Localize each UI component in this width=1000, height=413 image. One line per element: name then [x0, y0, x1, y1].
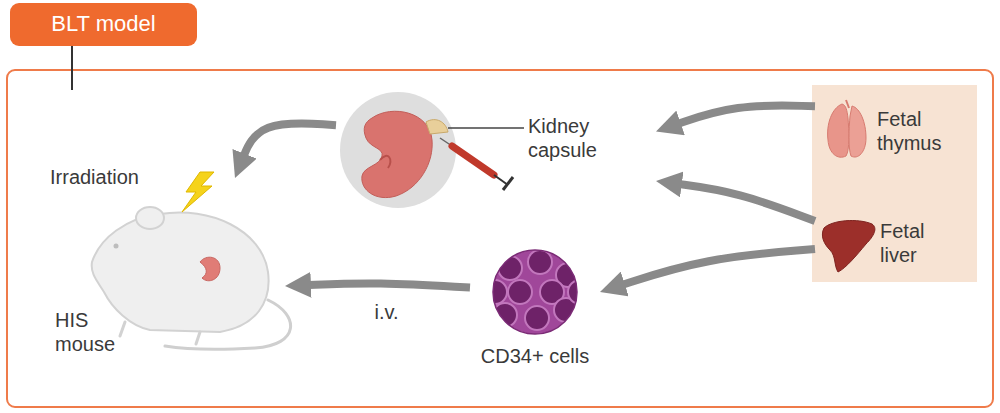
syringe: [440, 138, 513, 190]
source-item: Fetal thymus: [815, 95, 970, 170]
mouse-figure: HIS mouse: [85, 178, 285, 358]
flow-arrow: [673, 106, 815, 126]
liver-icon: [822, 221, 874, 272]
source-panel: [812, 85, 977, 282]
node-text: BLT model: [51, 12, 155, 36]
flow-arrow: [303, 283, 470, 287]
title-tab: BLT model: [10, 3, 197, 46]
tab-leader: [71, 46, 73, 90]
node-text: Fetal liver: [880, 219, 966, 267]
flow-arrow: [674, 183, 815, 221]
thymus-icon: [828, 100, 866, 157]
figure-label: Irradiation: [50, 165, 139, 189]
panel-outline: [7, 70, 993, 407]
node-text: HIS mouse: [55, 308, 127, 356]
flow-arrow: [242, 123, 336, 161]
cells-figure: [483, 250, 592, 334]
kidney-figure: [340, 92, 524, 208]
leader-line: [448, 127, 524, 129]
cell-figure: CD34+ cells: [470, 248, 600, 336]
source-item: Fetal liver: [815, 205, 970, 285]
mouse-figure: [92, 207, 291, 349]
node-text: Kidney capsule: [528, 114, 646, 162]
kidney-figure: Kidney capsule: [336, 88, 656, 212]
node-text: Fetal thymus: [877, 107, 967, 155]
flow-arrow: [617, 249, 815, 286]
edge-label: i.v.: [371, 300, 401, 324]
irradiation-bolt: [182, 172, 214, 212]
node-text: CD34+ cells: [470, 344, 600, 368]
